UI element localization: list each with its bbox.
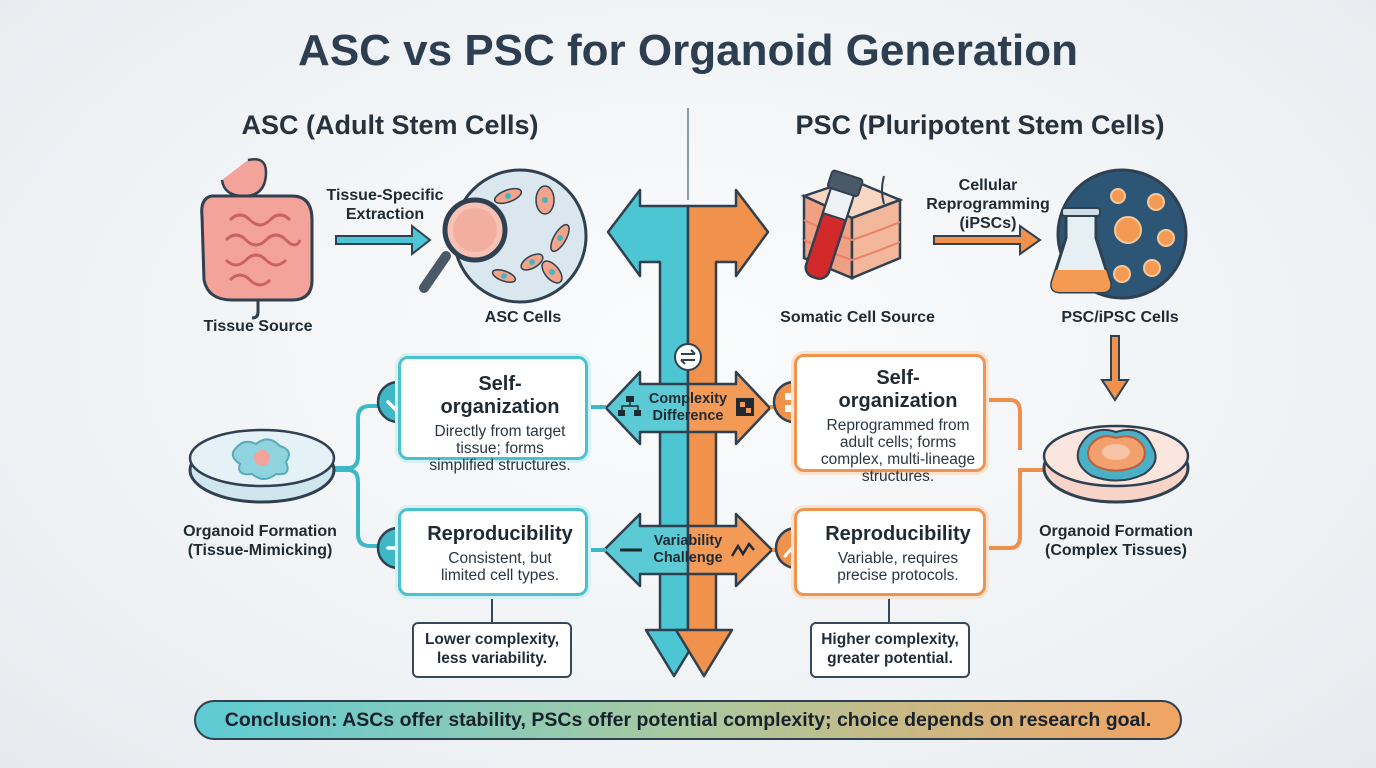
card-text: Reprogrammed from adult cells; forms com… bbox=[820, 417, 976, 485]
variability-arrow bbox=[602, 512, 774, 588]
intestine-illustration bbox=[200, 158, 314, 320]
card-text: Variable, requires precise protocols. bbox=[837, 550, 959, 584]
asc-organoid-label: Organoid Formation (Tissue-Mimicking) bbox=[183, 523, 337, 559]
psc-petri-dish bbox=[1042, 424, 1190, 504]
page-title: ASC vs PSC for Organoid Generation bbox=[298, 26, 1078, 75]
asc-heading: ASC (Adult Stem Cells) bbox=[241, 110, 539, 140]
wave-icon bbox=[730, 541, 755, 557]
puzzle-icon bbox=[736, 398, 754, 416]
swap-icon bbox=[674, 343, 702, 371]
extraction-label: Tissue-Specific Extraction bbox=[326, 187, 444, 223]
card-text: Directly from target tissue; forms simpl… bbox=[429, 423, 571, 474]
asc-connectors bbox=[335, 404, 606, 622]
psc-cells-illustration bbox=[1050, 168, 1188, 300]
asc-reproducibility-card: Reproducibility Consistent, but limited … bbox=[398, 508, 588, 596]
psc-cells-label: PSC/iPSC Cells bbox=[1061, 309, 1179, 326]
hierarchy-icon bbox=[618, 396, 641, 416]
asc-cells-illustration bbox=[419, 168, 588, 304]
asc-self-organization-card: Self-organization Directly from target t… bbox=[398, 356, 588, 474]
variability-challenge-label: Variability Challenge bbox=[653, 533, 723, 566]
asc-cells-label: ASC Cells bbox=[484, 309, 562, 326]
asc-petri-dish bbox=[188, 428, 336, 504]
somatic-source-label: Somatic Cell Source bbox=[780, 309, 935, 326]
psc-reproducibility-card: Reproducibility Variable, requires preci… bbox=[794, 508, 986, 596]
reprogramming-arrow bbox=[933, 224, 1042, 256]
complexity-arrow bbox=[604, 370, 772, 446]
extraction-arrow bbox=[335, 223, 432, 257]
psc-note: Higher complexity, greater potential. bbox=[810, 622, 970, 678]
card-title: Self-organization bbox=[838, 367, 958, 412]
card-title: Self-organization bbox=[440, 373, 560, 418]
reprogramming-label: Cellular Reprogramming (iPSCs) bbox=[926, 177, 1050, 232]
conclusion-banner: Conclusion: ASCs offer stability, PSCs o… bbox=[194, 700, 1182, 740]
complexity-difference-label: Complexity Difference bbox=[648, 391, 728, 424]
asc-note: Lower complexity, less variability. bbox=[412, 622, 572, 678]
psc-down-arrow bbox=[1100, 335, 1130, 402]
card-title: Reproducibility bbox=[825, 523, 971, 545]
psc-organoid-label: Organoid Formation (Complex Tissues) bbox=[1039, 523, 1193, 559]
card-title: Reproducibility bbox=[427, 523, 573, 545]
psc-self-organization-card: Self-organization Reprogrammed from adul… bbox=[794, 354, 986, 485]
card-text: Consistent, but limited cell types. bbox=[440, 550, 559, 584]
psc-heading: PSC (Pluripotent Stem Cells) bbox=[795, 110, 1165, 140]
somatic-source-illustration bbox=[800, 169, 904, 280]
tissue-source-label: Tissue Source bbox=[203, 318, 313, 335]
